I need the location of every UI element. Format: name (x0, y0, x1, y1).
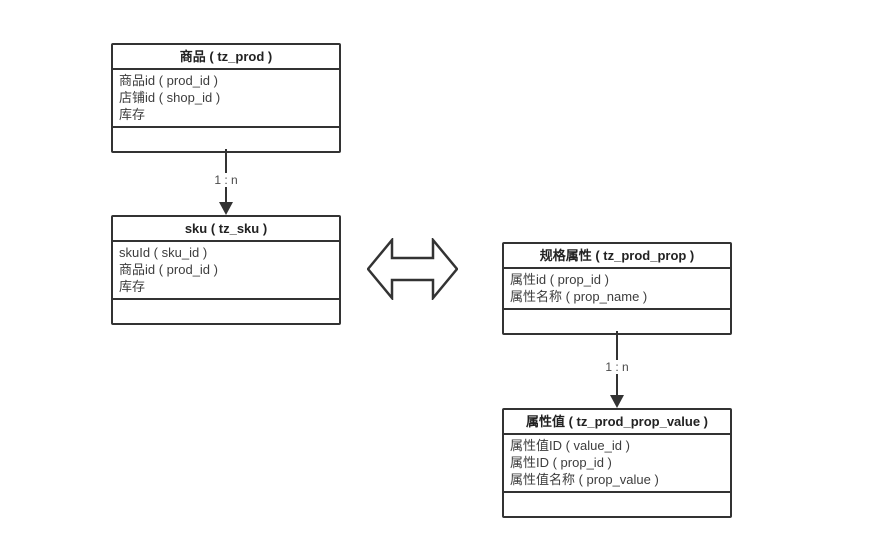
field-row: 属性id ( prop_id ) (510, 272, 609, 287)
double-headed-arrow-icon (367, 238, 458, 300)
field-row: 属性值ID ( value_id ) (510, 438, 630, 453)
arrowhead-down-icon (610, 395, 624, 408)
cardinality-label: 1 : n (211, 173, 241, 188)
entity-table-prod-prop-value: 属性值 ( tz_prod_prop_value ) 属性值ID ( value… (502, 408, 732, 518)
table-title: 规格属性 ( tz_prod_prop ) (504, 244, 730, 269)
connector-prod-to-sku: 1 : n (206, 149, 246, 215)
table-title: sku ( tz_sku ) (113, 217, 339, 242)
table-empty-section (504, 308, 730, 333)
field-row: 商品id ( prod_id ) (119, 262, 218, 277)
table-fields-section: 属性id ( prop_id ) 属性名称 ( prop_name ) (504, 269, 730, 308)
field-row: 库存 (119, 107, 146, 122)
table-title: 属性值 ( tz_prod_prop_value ) (504, 410, 730, 435)
table-empty-section (113, 298, 339, 323)
field-row: skuId ( sku_id ) (119, 245, 208, 260)
arrowhead-down-icon (219, 202, 233, 215)
cardinality-label: 1 : n (602, 360, 632, 375)
table-fields-section: 属性值ID ( value_id ) 属性ID ( prop_id ) 属性值名… (504, 435, 730, 491)
field-row: 店铺id ( shop_id ) (119, 90, 221, 105)
field-row: 属性值名称 ( prop_value ) (510, 472, 659, 487)
table-fields-section: skuId ( sku_id ) 商品id ( prod_id ) 库存 (113, 242, 339, 298)
table-empty-section (504, 491, 730, 516)
field-row: 属性ID ( prop_id ) (510, 455, 612, 470)
entity-table-prod: 商品 ( tz_prod ) 商品id ( prod_id ) 店铺id ( s… (111, 43, 341, 153)
table-title: 商品 ( tz_prod ) (113, 45, 339, 70)
field-row: 属性名称 ( prop_name ) (510, 289, 648, 304)
table-fields-section: 商品id ( prod_id ) 店铺id ( shop_id ) 库存 (113, 70, 339, 126)
entity-table-sku: sku ( tz_sku ) skuId ( sku_id ) 商品id ( p… (111, 215, 341, 325)
field-row: 商品id ( prod_id ) (119, 73, 218, 88)
table-empty-section (113, 126, 339, 151)
field-row: 库存 (119, 279, 146, 294)
connector-prop-to-propvalue: 1 : n (597, 331, 637, 408)
entity-table-prod-prop: 规格属性 ( tz_prod_prop ) 属性id ( prop_id ) 属… (502, 242, 732, 335)
